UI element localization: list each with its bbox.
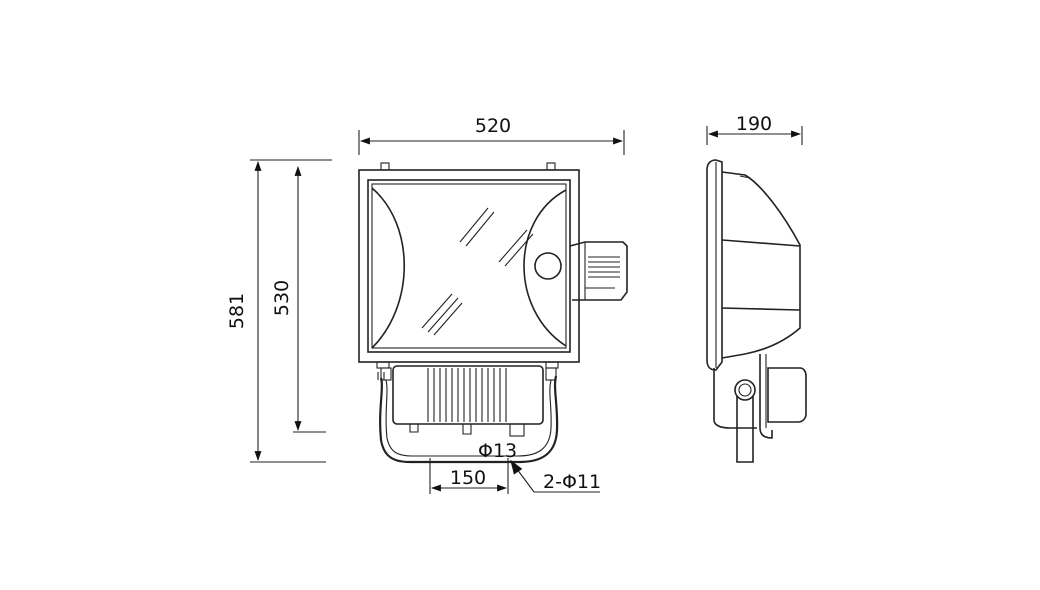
ballast-fins bbox=[427, 368, 507, 422]
housing-outline bbox=[358, 169, 580, 363]
top-bolt-left bbox=[380, 162, 390, 171]
dim-label-cable-entry: Φ13 bbox=[478, 440, 517, 462]
side-mount-pole bbox=[736, 396, 754, 463]
side-body bbox=[721, 171, 801, 359]
top-bolt-right bbox=[546, 162, 556, 171]
housing-inner-frame bbox=[367, 179, 571, 353]
glass-reflection-marks bbox=[421, 207, 534, 336]
dim-label-width: 520 bbox=[475, 115, 511, 137]
bottom-bolt-right bbox=[545, 361, 559, 369]
dim-height-581 bbox=[250, 159, 332, 463]
bottom-bolt-left bbox=[376, 361, 390, 369]
side-front-lip bbox=[706, 159, 723, 371]
side-view bbox=[706, 159, 807, 463]
dim-width-520 bbox=[358, 130, 625, 155]
gear-box bbox=[569, 241, 628, 301]
dim-label-mount-holes: 2-Φ11 bbox=[543, 471, 601, 493]
dim-label-depth: 190 bbox=[736, 113, 772, 135]
ballast-screw-1 bbox=[409, 424, 419, 433]
ballast-box bbox=[392, 365, 544, 425]
dim-height-530 bbox=[293, 166, 326, 433]
lamp-socket bbox=[534, 252, 562, 280]
reflector-left-curve bbox=[371, 187, 405, 349]
side-pivot bbox=[734, 379, 756, 401]
ballast-screw-2 bbox=[462, 424, 472, 435]
side-ballast-box bbox=[767, 367, 807, 423]
cable-gland bbox=[509, 423, 525, 437]
side-bracket-arm bbox=[759, 354, 773, 439]
dim-label-height-total: 581 bbox=[226, 293, 248, 329]
front-view bbox=[358, 162, 628, 493]
mount-hole-arrow bbox=[510, 459, 523, 475]
reflector-right-curve bbox=[523, 189, 567, 347]
dim-label-height-body: 530 bbox=[271, 280, 293, 316]
dim-label-hole-spacing: 150 bbox=[450, 467, 486, 489]
dim-spacing-150 bbox=[429, 458, 509, 494]
dim-depth-190 bbox=[706, 126, 803, 145]
mounting-bracket bbox=[377, 367, 559, 464]
glass-frame bbox=[371, 183, 567, 349]
